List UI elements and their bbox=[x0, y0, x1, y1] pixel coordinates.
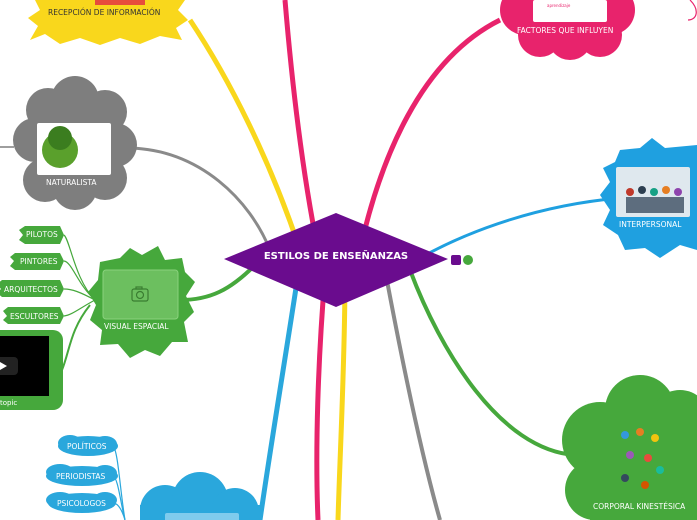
topic-interpersonal[interactable]: INTERPERSONAL bbox=[619, 220, 682, 229]
branch-naturalista bbox=[129, 146, 272, 251]
recepcion-image bbox=[95, 0, 145, 5]
branch-pink-top-right bbox=[357, 17, 502, 251]
dancers-icon bbox=[621, 428, 664, 489]
camera-icon bbox=[131, 286, 149, 302]
central-topic-title[interactable]: ESTILOS DE ENSEÑANZAS bbox=[263, 251, 409, 262]
branch-visual bbox=[179, 263, 257, 302]
branch-video bbox=[61, 304, 91, 371]
subtopic-politicos[interactable]: POLÍTICOS bbox=[67, 442, 107, 451]
notes-icon[interactable] bbox=[451, 255, 461, 265]
subtopic-escultores[interactable]: ESCULTORES bbox=[10, 312, 59, 321]
branch-pink-bottom bbox=[314, 274, 328, 520]
factores-image-caption: aprendizaje bbox=[547, 3, 571, 8]
people-icon bbox=[626, 186, 684, 213]
subtopic-arquitectos[interactable]: ARQUITECTOS bbox=[4, 285, 58, 294]
subtopic-pilotos[interactable]: PILOTOS bbox=[26, 230, 58, 239]
branch-corporal bbox=[408, 269, 576, 457]
branch-recepcion bbox=[187, 18, 303, 251]
central-node-shape[interactable] bbox=[224, 213, 448, 307]
branch-yellow-bottom bbox=[335, 274, 348, 520]
tree-crown-icon bbox=[48, 126, 72, 150]
visual-image-placeholder bbox=[102, 269, 179, 320]
play-button-bg bbox=[0, 357, 18, 375]
link-icon[interactable] bbox=[463, 255, 473, 265]
central-topic-icons bbox=[451, 255, 473, 265]
topic-naturalista[interactable]: NATURALISTA bbox=[46, 178, 97, 187]
blue-cloud-node-shape bbox=[140, 472, 260, 520]
cloud-subtopic-shapes bbox=[46, 435, 118, 513]
recepcion-node-shape bbox=[28, 0, 188, 45]
branch-gray-bottom bbox=[383, 269, 442, 520]
factores-edge-line bbox=[687, 0, 697, 21]
subtopic-periodistas[interactable]: PERIODISTAS bbox=[56, 472, 106, 481]
subtopic-pintores[interactable]: PINTORES bbox=[20, 257, 58, 266]
corporal-node-shape bbox=[562, 375, 697, 520]
subtopic-psicologos[interactable]: PSICOLOGOS bbox=[57, 499, 106, 508]
cloud-subtopic-connectors bbox=[112, 445, 126, 520]
visual-subtopic-connectors bbox=[63, 234, 96, 317]
topic-visual-espacial[interactable]: VISUAL ESPACIAL bbox=[104, 322, 169, 331]
branch-blue-bottom bbox=[257, 274, 301, 520]
factores-image bbox=[533, 0, 607, 22]
topic-factores[interactable]: FACTORES QUE INFLUYEN bbox=[517, 26, 614, 35]
branch-pink-top bbox=[282, 0, 321, 251]
play-icon[interactable] bbox=[0, 362, 7, 370]
branch-interpersonal bbox=[419, 196, 621, 260]
topic-recepcion[interactable]: RECEPCIÓN DE INFORMACIÓN bbox=[48, 8, 161, 17]
blue-cloud-image bbox=[165, 513, 239, 520]
visual-subtopic-shapes bbox=[0, 226, 64, 324]
topic-video[interactable]: topic bbox=[0, 399, 18, 407]
topic-corporal[interactable]: CORPORAL KINESTÉSICA bbox=[593, 502, 686, 511]
